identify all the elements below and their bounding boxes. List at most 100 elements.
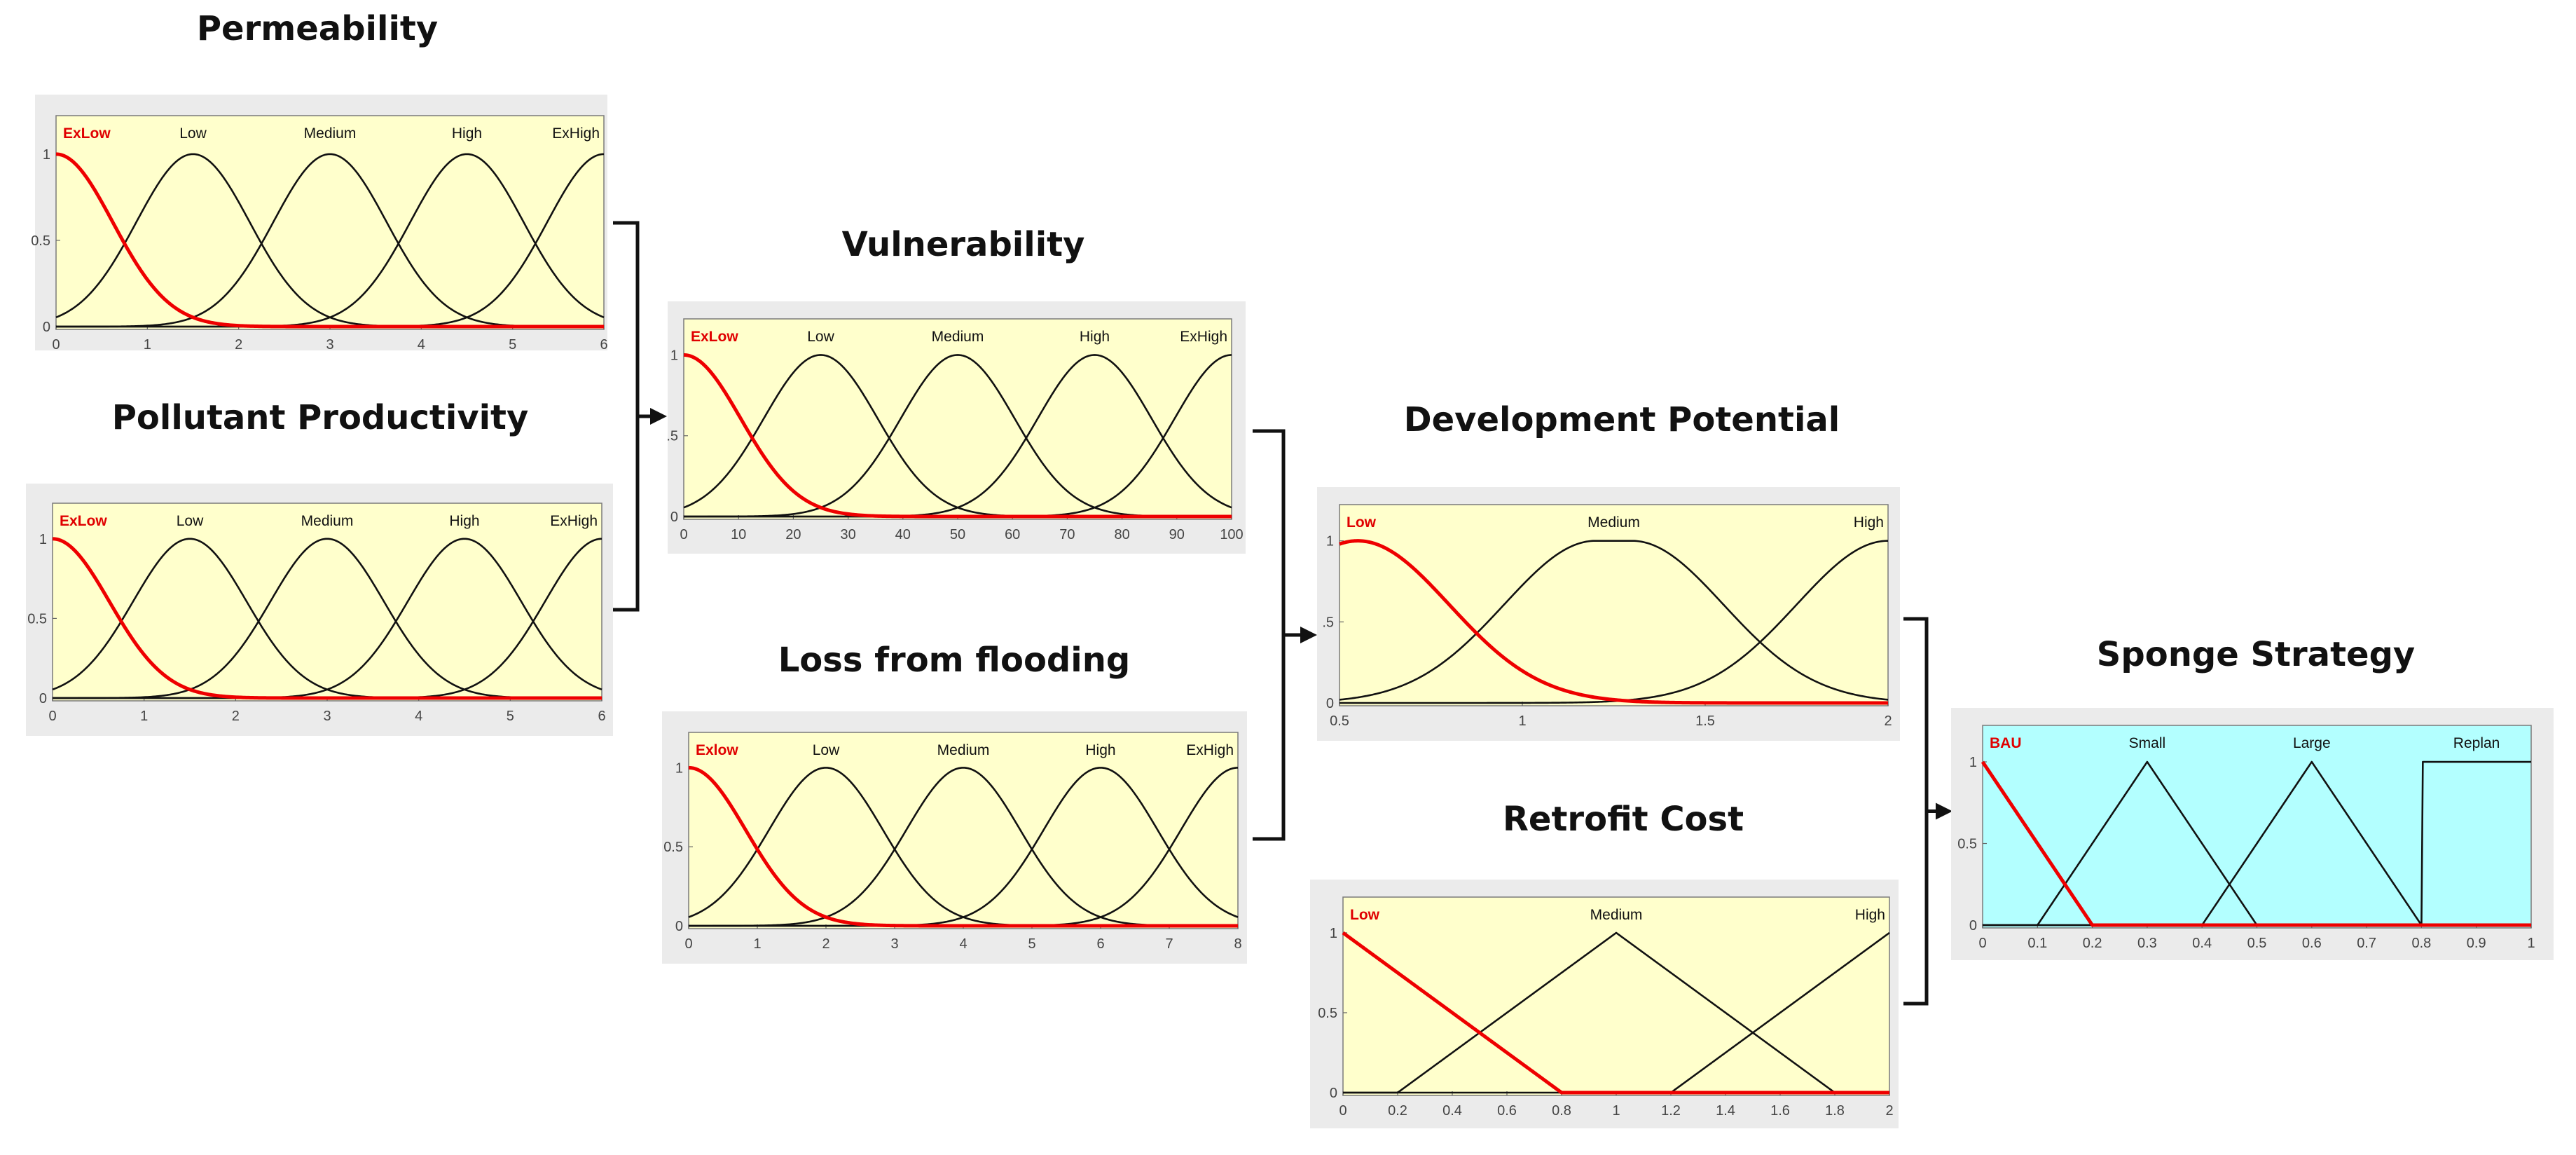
x-tick-label: 100 — [1220, 527, 1243, 542]
x-tick-label: 0.6 — [1497, 1103, 1517, 1119]
y-tick-label: 0 — [1330, 1086, 1337, 1101]
x-tick-label: 8 — [1234, 936, 1241, 952]
plot-area — [1982, 725, 2532, 929]
x-tick-label: 1 — [140, 709, 148, 724]
x-tick-label: 3 — [326, 337, 333, 353]
mf-label: High — [1080, 329, 1110, 345]
mf-curve-low[interactable] — [1342, 931, 1890, 1095]
mf-label: High — [1854, 514, 1884, 531]
mf-label: ExLow — [63, 125, 111, 142]
x-tick-label: 0.2 — [1388, 1103, 1407, 1119]
mf-curve-exlow[interactable] — [688, 765, 1239, 928]
x-tick-label: 0.4 — [2192, 936, 2212, 951]
x-tick-label: 0.3 — [2137, 936, 2157, 951]
x-tick-label: 0.5 — [2247, 936, 2267, 951]
x-tick-label: 2 — [235, 337, 242, 353]
mf-curve-medium[interactable] — [1343, 931, 1889, 1094]
mf-label: Medium — [1590, 907, 1643, 923]
mf-label: Large — [2293, 735, 2331, 751]
panel-title: Development Potential — [1404, 400, 1840, 439]
panel-title: Sponge Strategy — [2097, 635, 2415, 674]
mf-label: ExLow — [60, 513, 107, 529]
mf-label: Low — [179, 125, 207, 142]
x-tick-label: 5 — [509, 337, 516, 353]
y-tick-label: 0 — [43, 320, 50, 335]
x-tick-label: 6 — [600, 337, 607, 353]
x-tick-label: 2 — [822, 936, 829, 952]
x-tick-label: 50 — [950, 527, 965, 542]
x-tick-label: 3 — [323, 709, 331, 724]
mf-curve-exlow[interactable] — [52, 537, 602, 700]
mf-label: High — [449, 513, 479, 529]
to-sponge-arrowhead-icon — [1936, 802, 1952, 820]
x-tick-label: 0 — [684, 936, 692, 952]
x-tick-label: 80 — [1114, 527, 1129, 542]
x-tick-label: 5 — [507, 709, 514, 724]
x-tick-label: 0.8 — [1552, 1103, 1571, 1119]
panel-title: Retrofit Cost — [1503, 800, 1744, 839]
x-tick-label: 0.8 — [2411, 936, 2431, 951]
y-tick-label: .5 — [666, 429, 678, 444]
plot-area — [52, 503, 602, 702]
y-tick-label: 0 — [39, 691, 47, 706]
mf-label: Replan — [2453, 735, 2500, 751]
mf-label: Low — [177, 513, 204, 529]
x-tick-label: 7 — [1165, 936, 1173, 952]
x-tick-label: 20 — [785, 527, 801, 542]
y-tick-label: 0 — [1969, 918, 1977, 934]
plot-area — [55, 115, 605, 330]
x-tick-label: 0.2 — [2083, 936, 2102, 951]
mf-curve-exlow[interactable] — [683, 353, 1232, 519]
y-tick-label: 0.5 — [31, 233, 50, 249]
x-tick-label: 30 — [840, 527, 855, 542]
x-tick-label: 40 — [895, 527, 911, 542]
y-tick-label: 0.5 — [663, 840, 683, 855]
x-tick-label: 1 — [2527, 936, 2535, 951]
x-tick-label: 2 — [1885, 1103, 1893, 1119]
y-tick-label: 1 — [1969, 755, 1977, 770]
mf-label: ExHigh — [1186, 742, 1234, 758]
x-tick-label: 1.6 — [1770, 1103, 1790, 1119]
x-tick-label: 1 — [1518, 713, 1526, 729]
mf-curve-low[interactable] — [1339, 539, 1889, 705]
mf-label: Low — [1346, 514, 1377, 531]
to-sponge-bracket — [1903, 617, 1929, 1006]
y-tick-label: 0.5 — [1957, 837, 1977, 852]
x-tick-label: 4 — [418, 337, 425, 353]
plot-area — [688, 732, 1239, 929]
x-tick-label: 0.6 — [2302, 936, 2322, 951]
mf-label: Low — [813, 742, 840, 758]
inputs-to-vulnerability-bracket — [613, 221, 640, 612]
mf-label: ExHigh — [1180, 329, 1227, 345]
x-tick-label: 1 — [1612, 1103, 1620, 1119]
mf-label: ExLow — [691, 329, 738, 345]
mf-label: Low — [807, 329, 834, 345]
y-tick-label: 1 — [675, 760, 683, 776]
mf-curve-exlow[interactable] — [55, 152, 605, 329]
y-tick-label: 0 — [675, 919, 683, 934]
y-tick-label: 1 — [670, 348, 678, 363]
panel-title: Loss from flooding — [778, 641, 1131, 680]
plot-area — [683, 318, 1232, 520]
y-tick-label: 0.5 — [27, 611, 47, 627]
x-tick-label: 0.4 — [1442, 1103, 1462, 1119]
mf-label: ExHigh — [552, 125, 600, 142]
y-tick-label: 1 — [39, 532, 47, 547]
mf-label: High — [1085, 742, 1115, 758]
mf-curve-medium[interactable] — [1339, 540, 1889, 701]
y-tick-label: 1 — [1330, 926, 1337, 941]
x-tick-label: 1 — [753, 936, 761, 952]
x-tick-label: 0.9 — [2467, 936, 2486, 951]
mf-label: Medium — [301, 513, 354, 529]
x-tick-label: 70 — [1059, 527, 1075, 542]
x-tick-label: 1.2 — [1661, 1103, 1681, 1119]
mf-curve-bau[interactable] — [1981, 760, 2532, 927]
mf-label: BAU — [1990, 735, 2022, 751]
x-tick-label: 5 — [1028, 936, 1035, 952]
y-tick-label: 1 — [43, 147, 50, 163]
